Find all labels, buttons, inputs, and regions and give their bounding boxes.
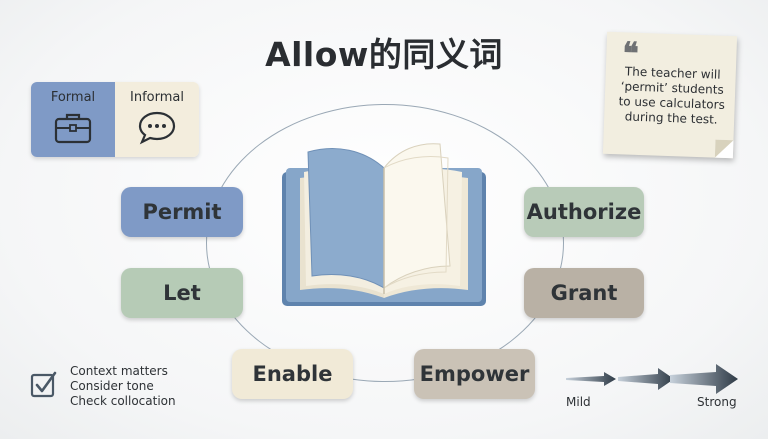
tip-item: Context matters [70, 364, 168, 378]
synonym-authorize-label: Authorize [526, 200, 642, 224]
synonym-empower-label: Empower [419, 362, 530, 386]
note-fold [714, 139, 734, 159]
synonym-permit-label: Permit [142, 200, 222, 224]
checkbox-icon [30, 371, 57, 398]
legend-formal: Formal [31, 82, 115, 157]
synonym-authorize[interactable]: Authorize [524, 187, 644, 237]
synonym-enable[interactable]: Enable [232, 349, 353, 399]
scale-low-label: Mild [566, 395, 591, 409]
example-note: ❝ The teacher will ‘permit’ students to … [602, 31, 738, 159]
tip-item: Consider tone [70, 379, 154, 393]
synonym-grant-label: Grant [550, 281, 618, 305]
scale-high-label: Strong [697, 395, 737, 409]
example-sentence: The teacher will ‘permit’ students to us… [618, 64, 726, 127]
page-title: Allow的同义词 [265, 35, 503, 74]
synonym-empower[interactable]: Empower [414, 349, 535, 399]
synonym-permit[interactable]: Permit [121, 187, 243, 237]
tips-list: Context matters Consider tone Check coll… [70, 364, 176, 409]
legend-informal: Informal [115, 82, 199, 157]
synonym-enable-label: Enable [252, 362, 333, 386]
synonym-let[interactable]: Let [121, 268, 243, 318]
synonym-grant[interactable]: Grant [524, 268, 644, 318]
strength-arrow-icon [566, 364, 738, 394]
chat-bubble-icon [138, 111, 176, 145]
register-legend: Formal Informal [31, 82, 199, 157]
open-book-icon [282, 143, 486, 306]
synonym-let-label: Let [163, 281, 201, 305]
legend-formal-label: Formal [50, 90, 96, 105]
tip-item: Check collocation [70, 394, 176, 408]
legend-informal-label: Informal [130, 90, 184, 105]
briefcase-icon [54, 113, 92, 144]
connection-circle [206, 104, 564, 382]
